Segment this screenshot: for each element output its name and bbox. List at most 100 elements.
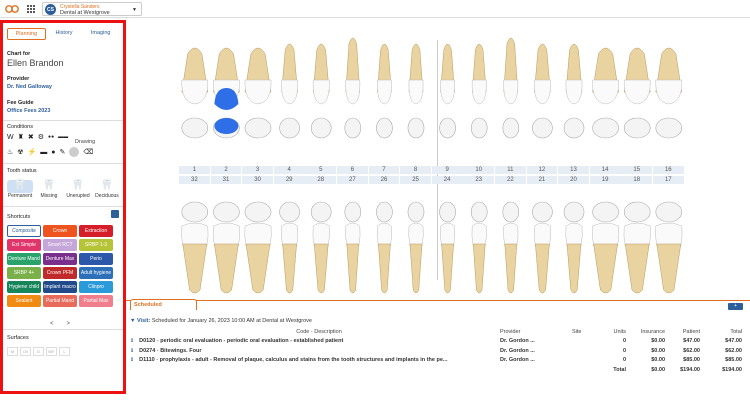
chevron-down-icon[interactable]: ▼ [130,318,136,324]
surface-bf-button[interactable]: B/F [46,347,57,356]
lower-tooth-root[interactable] [346,243,360,294]
lower-occlusal-view[interactable] [344,201,362,223]
lightning-icon[interactable]: ⚡ [27,149,37,156]
shortcut-button[interactable]: Extraction [79,225,113,237]
shortcut-button[interactable]: Denture Max [43,253,77,265]
status-permanent[interactable]: 🦷Permanent [7,180,33,199]
surface-oi-button[interactable]: O/I [20,347,31,356]
lower-tooth-root[interactable] [566,243,582,294]
lower-tooth-crown[interactable] [181,222,209,247]
lower-tooth-crown[interactable] [655,222,683,247]
lower-occlusal-view[interactable] [623,201,651,223]
upper-tooth-crown[interactable] [503,79,519,105]
shortcut-button[interactable]: Clinpro [79,281,113,293]
eraser-icon[interactable]: ⌫ [83,149,94,156]
tooth-number[interactable]: 15 [621,166,653,174]
lower-tooth-root[interactable] [535,243,550,294]
tooth-number[interactable]: 1 [179,166,210,174]
surface-l-button[interactable]: L [59,347,70,356]
lower-tooth-root[interactable] [441,243,454,294]
shortcut-button[interactable]: Crown PFM [43,267,77,279]
shortcut-button[interactable]: Adult hygiene [79,267,113,279]
tooth-number[interactable]: 7 [368,166,400,174]
lower-tooth-crown[interactable] [471,222,487,247]
color-swatch-icon[interactable] [69,147,80,157]
shortcut-button[interactable]: Sealant [7,295,41,307]
lower-tooth-root[interactable] [656,243,682,294]
upper-tooth-crown[interactable] [440,79,455,105]
lower-occlusal-view[interactable] [213,201,240,223]
upper-tooth-crown[interactable] [623,79,651,105]
tooth-number[interactable]: 8 [400,166,431,174]
pencil-icon[interactable]: ✎ [59,149,66,156]
tooth-number[interactable]: 13 [558,166,589,174]
upper-occlusal-view[interactable] [502,117,520,139]
lower-tooth-root[interactable] [409,243,423,294]
upper-tooth-crown[interactable] [565,79,583,105]
lower-tooth-root[interactable] [282,243,297,294]
tooth-number[interactable]: 26 [368,176,400,184]
lower-tooth-crown[interactable] [565,222,583,247]
upper-occlusal-view[interactable] [244,117,272,139]
lower-tooth-root[interactable] [313,243,329,294]
tooth-number[interactable]: 27 [336,176,368,184]
crack-icon[interactable]: ✖ [27,134,34,141]
dots-line-icon[interactable]: ●● [48,134,55,140]
upper-occlusal-view[interactable] [623,117,651,139]
lower-occlusal-view[interactable] [181,201,209,223]
upper-tooth-crown[interactable] [281,79,298,105]
provider-link[interactable]: Dr. Ned Galloway [7,84,52,90]
lower-occlusal-view[interactable] [439,201,456,223]
upper-tooth-crown[interactable] [345,79,361,105]
lower-tooth-crown[interactable] [345,222,361,247]
edit-shortcuts-icon[interactable] [111,210,119,218]
tab-planning[interactable]: Planning [7,28,46,40]
tooth-number[interactable]: 10 [463,166,495,174]
lower-tooth-root[interactable] [214,243,239,294]
shortcut-button[interactable]: Composite [7,225,41,237]
tooth-number[interactable]: 25 [400,176,431,184]
tooth-number[interactable]: 4 [273,166,305,174]
upper-tooth-crown[interactable] [312,79,330,105]
surface-d-button[interactable]: D [33,347,44,356]
tooth-number[interactable]: 19 [589,176,621,184]
pager-next-button[interactable]: > [66,321,71,327]
upper-tooth-crown[interactable] [377,79,392,105]
upper-occlusal-view[interactable] [407,117,425,139]
abscess-icon[interactable]: ♨ [7,149,14,156]
tooth-number[interactable]: 32 [179,176,210,184]
app-logo-icon[interactable] [5,4,19,14]
lower-occlusal-view[interactable] [563,201,585,223]
tooth-number[interactable]: 22 [494,176,526,184]
lower-occlusal-view[interactable] [470,201,488,223]
lower-tooth-crown[interactable] [533,222,551,247]
shortcut-button[interactable]: SRBP 4+ [7,267,41,279]
surface-m-button[interactable]: M [7,347,18,356]
upper-tooth-crown[interactable] [534,79,551,105]
upper-occlusal-view[interactable] [439,117,456,139]
tooth-number[interactable]: 17 [652,176,684,184]
tooth-number[interactable]: 5 [305,166,337,174]
lower-tooth-root[interactable] [245,243,271,294]
tooth-number[interactable]: 6 [336,166,368,174]
upper-tooth-crown[interactable] [592,79,619,105]
lower-tooth-root[interactable] [378,243,391,294]
lower-tooth-root[interactable] [593,243,618,294]
lower-tooth-crown[interactable] [592,222,620,247]
info-icon[interactable]: ℹ [131,338,134,345]
lower-occlusal-view[interactable] [502,201,520,223]
status-unerupted[interactable]: 🦷Unerupted [66,180,90,199]
tab-history[interactable]: History [55,30,73,36]
tooth-number[interactable]: 20 [558,176,589,184]
lower-occlusal-view[interactable] [655,201,683,223]
tooth-number[interactable]: 2 [210,166,242,174]
lower-tooth-crown[interactable] [376,222,392,247]
tooth-2-highlight[interactable] [214,88,239,110]
shortcut-button[interactable]: Crown [43,225,77,237]
lower-tooth-root[interactable] [472,243,486,294]
shortcut-button[interactable]: Partial Max [79,295,113,307]
upper-tooth-crown[interactable] [181,79,209,105]
tooth-number[interactable]: 23 [463,176,495,184]
